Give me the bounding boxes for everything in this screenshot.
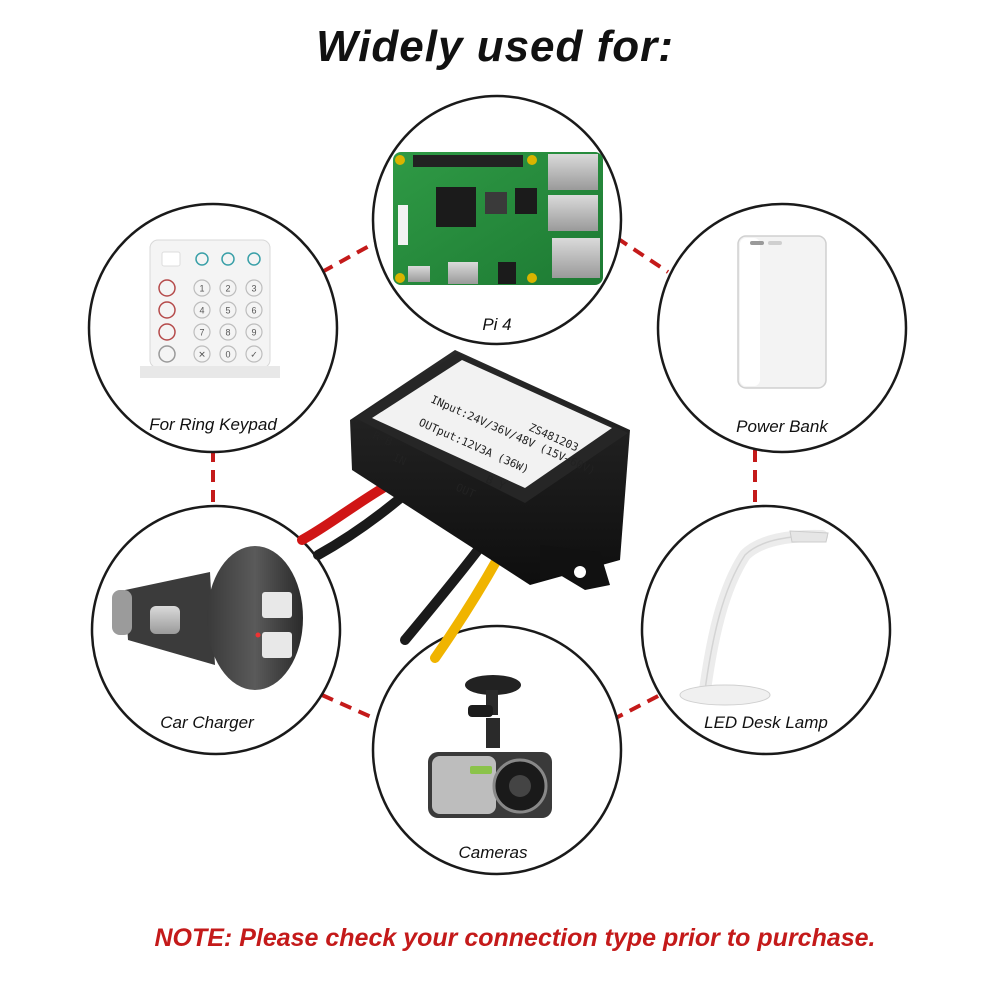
- keypad-key: [193, 301, 211, 319]
- keypad-key: [245, 279, 263, 297]
- keypad-key-label: 2: [225, 284, 230, 294]
- keypad-key: [219, 301, 237, 319]
- dash-camera-icon: [428, 675, 552, 818]
- connector-pi-powerbank: [615, 236, 670, 274]
- keypad-key-label: ✕: [198, 350, 206, 360]
- note-text: NOTE: Please check your connection type …: [154, 924, 876, 952]
- keypad-key-label: 9: [251, 328, 256, 338]
- keypad-key-label: 8: [225, 328, 230, 338]
- keypad-key-label: 5: [225, 306, 230, 316]
- keypad-key: [245, 301, 263, 319]
- car-charger-icon: [112, 546, 303, 690]
- device-in-label: IN: [391, 451, 408, 468]
- label-pi4: Pi 4: [482, 315, 511, 334]
- label-led-lamp: LED Desk Lamp: [704, 713, 828, 732]
- circle-cameras: [371, 624, 623, 876]
- connector-keypad-pi: [321, 238, 381, 274]
- label-cameras: Cameras: [459, 843, 528, 862]
- keypad-key-label: 3: [251, 284, 256, 294]
- keypad-key-label: 1: [199, 284, 204, 294]
- keypad-key: [193, 279, 211, 297]
- keypad-key: [219, 323, 237, 341]
- keypad-key-label: 4: [199, 306, 204, 316]
- dc-dc-converter-icon: INput:24V/36V/48V (15V~60V) OUTput:12V3A…: [297, 350, 630, 663]
- raspberry-pi-icon: [393, 152, 603, 285]
- led-lamp-icon: [679, 529, 829, 706]
- page-title: Widely used for:: [316, 22, 674, 71]
- keypad-key-label: 0: [225, 350, 230, 360]
- keypad-key: [193, 345, 211, 363]
- label-power-bank: Power Bank: [736, 417, 829, 436]
- keypad-key-label: 7: [199, 328, 204, 338]
- label-car-charger: Car Charger: [160, 713, 255, 732]
- power-bank-icon: [737, 235, 827, 389]
- connector-charger-camera: [321, 693, 379, 722]
- keypad-key-label: 6: [251, 306, 256, 316]
- keypad-key: [245, 323, 263, 341]
- ring-keypad-icon: 1 2 3 4 5 6 7 8 9 ✕ 0 ✓: [140, 239, 280, 378]
- keypad-key: [219, 345, 237, 363]
- keypad-key: [245, 345, 263, 363]
- label-keypad: For Ring Keypad: [149, 415, 277, 434]
- connector-camera-lamp: [611, 693, 661, 722]
- keypad-key: [193, 323, 211, 341]
- keypad-key-label: ✓: [250, 350, 258, 360]
- keypad-key: [219, 279, 237, 297]
